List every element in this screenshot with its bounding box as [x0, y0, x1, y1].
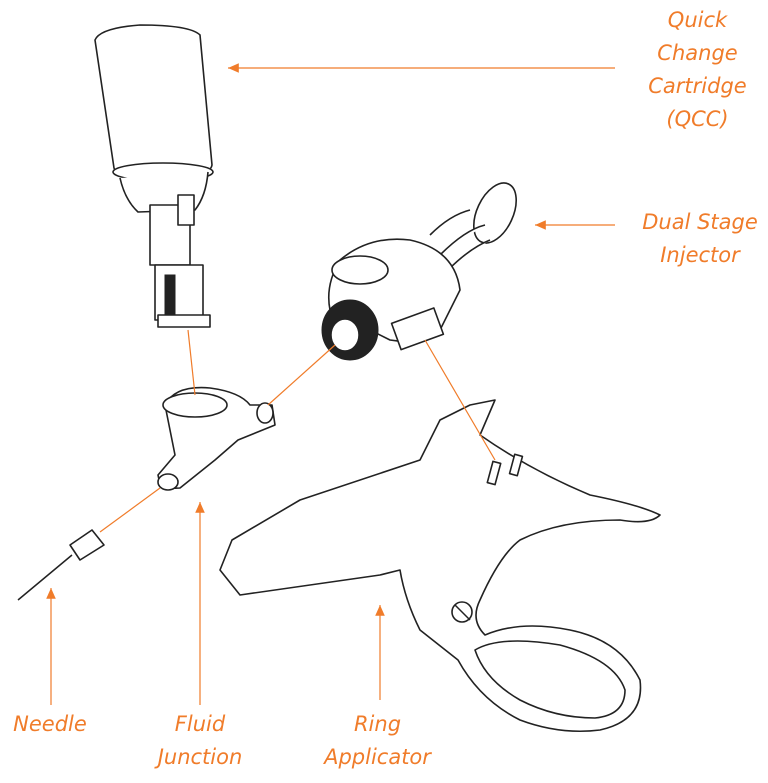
label-qcc: Quick Change Cartridge (QCC) — [630, 4, 765, 136]
label-line: Junction — [157, 745, 243, 769]
dual-stage-injector-drawing — [321, 182, 517, 361]
assembly-line — [187, 329, 196, 396]
label-line: Applicator — [324, 745, 431, 769]
label-dual-stage-injector: Dual Stage Injector — [630, 206, 768, 272]
ring-applicator-drawing — [219, 399, 661, 733]
quick-change-cartridge-drawing — [94, 24, 214, 328]
label-line: Quick — [667, 8, 728, 32]
fluid-junction-drawing — [157, 386, 276, 491]
label-line: Cartridge — [648, 74, 747, 98]
label-line: Change — [657, 41, 738, 65]
label-line: Ring — [353, 712, 402, 736]
label-line: Needle — [13, 712, 87, 736]
assembly-line — [267, 344, 336, 406]
needle-drawing — [17, 529, 105, 601]
assembly-line — [424, 339, 496, 461]
label-needle: Needle — [0, 708, 100, 741]
assembly-line — [99, 487, 161, 533]
label-line: Injector — [660, 243, 740, 267]
label-fluid-junction: Fluid Junction — [140, 708, 260, 774]
label-ring-applicator: Ring Applicator — [310, 708, 445, 774]
label-line: Fluid — [174, 712, 226, 736]
label-line: (QCC) — [666, 107, 729, 131]
label-line: Dual Stage — [642, 210, 758, 234]
